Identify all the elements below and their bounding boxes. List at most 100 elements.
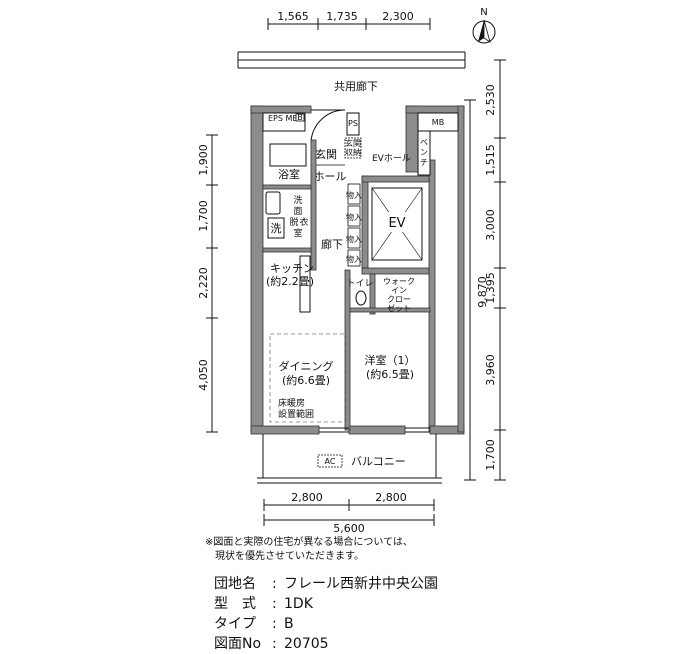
dim-left-4: 4,050 [197, 359, 210, 391]
shoe-storage-label-1: 玄関 [345, 138, 361, 148]
bench-label-3: チ [420, 158, 428, 167]
info-value-type: 1DK [284, 596, 313, 612]
interior-walls [262, 139, 431, 431]
dim-bottom-1: 2,800 [291, 491, 323, 504]
dim-left-1: 1,900 [197, 144, 210, 176]
right-dimensions [464, 59, 506, 481]
dim-right-3: 3,000 [484, 209, 497, 241]
ac-unit [317, 454, 343, 468]
hall-label: ホール [314, 170, 347, 183]
info-row-drawing-no: 図面No:20705 [214, 636, 329, 652]
info-label-drawing-no: 図面No [214, 636, 262, 652]
hallway-label: 廊下 [321, 237, 343, 251]
kitchen-label: キッチン [270, 262, 314, 275]
dim-top-1: 1,565 [277, 10, 309, 23]
north-arrow-icon: N [472, 7, 496, 44]
walkin-label-3: クロー [387, 295, 411, 304]
info-label-variant: タイプ [214, 616, 256, 632]
dim-right-5: 3,960 [484, 354, 497, 386]
property-info: 団地名:フレール西新井中央公園 型 式:1DK タイプ:B 図面No:20705 [214, 574, 438, 654]
corridor-label: 共用廊下 [334, 79, 378, 93]
entrance-door [310, 109, 346, 143]
dim-right-6: 1,700 [484, 439, 497, 471]
western-room-size-label: (約6.5畳) [366, 367, 414, 381]
balcony-windows [319, 427, 430, 433]
dim-right-2: 1,515 [484, 144, 497, 176]
ps-label: PS [348, 119, 358, 128]
info-label-complex: 団地名 [214, 576, 256, 592]
dim-top-2: 1,735 [326, 10, 358, 23]
balcony [257, 434, 442, 484]
washroom-label-1: 洗 [293, 194, 302, 206]
washroom-label-5: 室 [293, 227, 302, 239]
storage-label-2: 物入 [346, 212, 362, 222]
disclaimer-line-2: 現状を優先させていただきます。 [205, 551, 364, 562]
dining-size-label: (約6.6畳) [282, 373, 330, 387]
hall-storage [347, 183, 361, 267]
mb-small-box [295, 113, 305, 122]
washroom-label-2: 面 [293, 206, 302, 217]
left-dimensions [206, 134, 218, 433]
ac-label: AC [325, 457, 336, 466]
bench [417, 130, 431, 176]
dining-label: ダイニング [279, 359, 334, 373]
elevator-label-bg [384, 212, 410, 232]
dim-bottom-total: 5,600 [333, 522, 365, 535]
washing-machine [267, 217, 285, 239]
dim-right-total: 9,870 [476, 276, 489, 308]
washbasin [265, 191, 281, 215]
dim-right-1: 2,530 [484, 84, 497, 116]
info-row-variant: タイプ:B [214, 616, 294, 632]
mb-label: MB [432, 118, 444, 127]
ev-hall-label: EVホール [372, 153, 411, 164]
dim-top-3: 2,300 [382, 10, 414, 23]
balcony-label: バルコニー [351, 455, 406, 468]
storage-label-3: 物入 [346, 234, 362, 244]
info-value-drawing-no: 20705 [284, 636, 329, 652]
toilet-icon [355, 290, 367, 306]
walkin-label-4: ゼット [387, 303, 411, 313]
bench-label-2: ン [420, 148, 428, 157]
exterior-walls [250, 105, 465, 435]
shoe-storage-label-2: 収納 [345, 147, 361, 157]
washroom-label-4: 衣 [299, 216, 308, 228]
storage-label-1: 物入 [346, 190, 362, 200]
floor-heating-area [269, 333, 347, 423]
disclaimer-line-1: ※図面と実際の住宅が異なる場合については、 [205, 537, 413, 548]
dim-bottom-2: 2,800 [375, 491, 407, 504]
kitchen-size-label: (約2.2畳) [266, 274, 314, 288]
elevator-label: EV [388, 216, 405, 231]
disclaimer-notes: ※図面と実際の住宅が異なる場合については、 現状を優先させていただきます。 [205, 536, 413, 564]
bench-label-1: ベ [420, 138, 428, 147]
info-label-type: 型 式 [214, 596, 256, 612]
walkin-label-1: ウォーク [383, 277, 415, 286]
shoe-storage [344, 137, 362, 159]
info-value-complex: フレール西新井中央公園 [284, 576, 438, 592]
ps-box [346, 112, 360, 136]
corridor-railing [237, 51, 466, 69]
floor-heating-label-1: 床暖房 [278, 397, 305, 409]
north-label: N [480, 7, 487, 18]
storage-label-4: 物入 [346, 254, 362, 264]
entrance-label: 玄関 [315, 147, 337, 161]
meter-box-cabinets [262, 112, 459, 132]
dim-left-3: 2,220 [197, 267, 210, 299]
dim-left-2: 1,700 [197, 200, 210, 232]
bottom-dimensions [263, 499, 435, 526]
mb-small-label: B [297, 113, 303, 122]
washroom-label-3: 脱 [289, 216, 298, 228]
dim-right-4: 1,395 [484, 272, 497, 304]
bathtub [269, 143, 307, 167]
western-room-label: 洋室（1） [365, 353, 416, 367]
bath-label: 浴室 [278, 167, 300, 181]
info-value-variant: B [284, 616, 294, 632]
eps-mb-label: EPS MB [268, 114, 298, 123]
info-row-type: 型 式:1DK [214, 596, 313, 612]
floor-heating-label-2: 設置範囲 [278, 408, 314, 420]
kitchen-counter [299, 255, 311, 313]
toilet-label: トイレ [346, 279, 373, 289]
info-row-complex: 団地名:フレール西新井中央公園 [214, 576, 438, 592]
walkin-label-2: イン [391, 286, 407, 295]
